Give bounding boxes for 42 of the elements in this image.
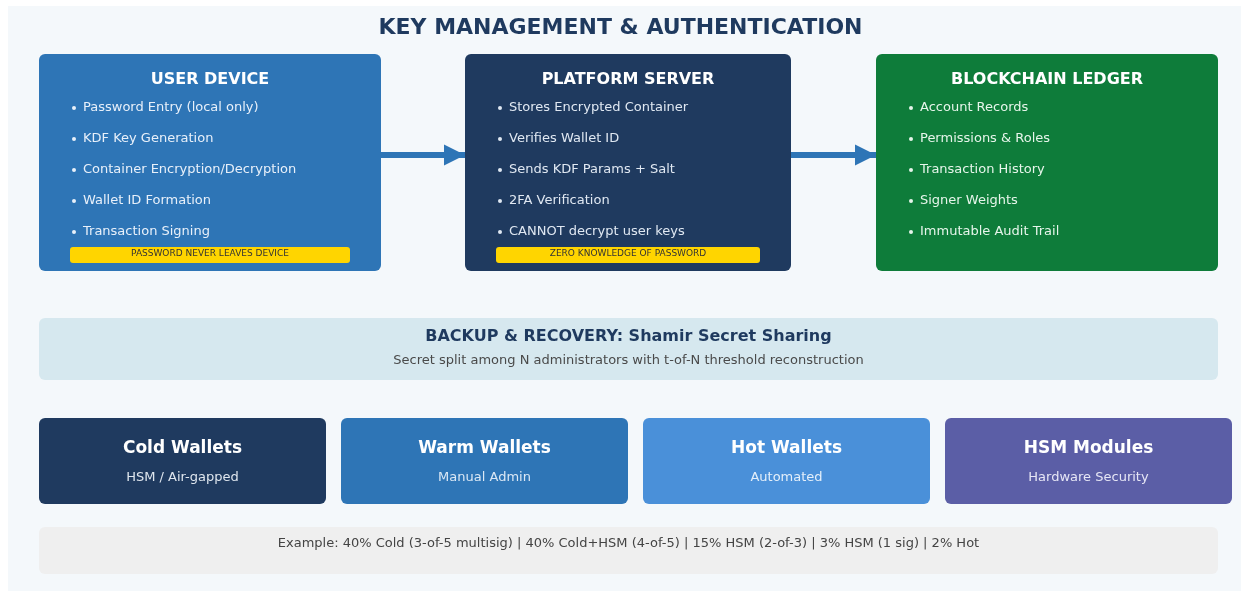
card-heading: BLOCKCHAIN LEDGER <box>949 69 1145 88</box>
bullet-item: Signer Weights <box>920 192 1018 207</box>
wallet-tile <box>643 418 930 504</box>
bullet-item: Immutable Audit Trail <box>920 223 1060 238</box>
component-card <box>39 54 381 271</box>
bullet-item: 2FA Verification <box>509 192 610 207</box>
card-heading: USER DEVICE <box>149 69 271 88</box>
wallet-tile <box>945 418 1232 504</box>
bullet-item: Password Entry (local only) <box>83 99 259 114</box>
bullet-item: Verifies Wallet ID <box>509 130 620 145</box>
info-band <box>39 318 1218 380</box>
subtitle: Manual Admin <box>437 469 532 484</box>
subtitle: Secret split among N administrators with t-of-N threshold reconstruction <box>392 352 865 367</box>
bullet-item: Wallet ID Formation <box>83 192 212 207</box>
bullet-item: Permissions & Roles <box>920 130 1051 145</box>
component-card <box>465 54 791 271</box>
subtitle: Hardware Security <box>1027 469 1150 484</box>
heading: HSM Modules <box>1022 437 1155 457</box>
arrow <box>381 144 465 166</box>
warning-badge: ZERO KNOWLEDGE OF PASSWORD <box>496 247 760 263</box>
bullet-item: Transaction Signing <box>83 223 210 238</box>
bullet-item: Sends KDF Params + Salt <box>509 161 675 176</box>
subtitle: HSM / Air-gapped <box>125 469 240 484</box>
component-card <box>876 54 1218 271</box>
wallet-tile <box>39 418 326 504</box>
bullet-item: KDF Key Generation <box>83 130 214 145</box>
wallet-tile <box>341 418 628 504</box>
card-heading: PLATFORM SERVER <box>540 69 716 88</box>
bullet-item: Account Records <box>920 99 1029 114</box>
note-text: Example: 40% Cold (3-of-5 multisig) | 40% Cold+HSM (4-of-5) | 15% HSM (2-of-3) | 3% HSM (1 sig) | 2% Hot <box>276 535 981 550</box>
arrow <box>791 144 876 166</box>
heading: Hot Wallets <box>730 437 843 457</box>
bullet-item: CANNOT decrypt user keys <box>509 223 685 238</box>
bullet-item: Transaction History <box>920 161 1045 176</box>
heading: Cold Wallets <box>121 437 244 457</box>
diagram-title: KEY MANAGEMENT & AUTHENTICATION <box>377 14 864 39</box>
heading: Warm Wallets <box>417 437 552 457</box>
bullet-item: Container Encryption/Decryption <box>83 161 297 176</box>
bullet-item: Stores Encrypted Container <box>509 99 689 114</box>
subtitle: Automated <box>749 469 824 484</box>
warning-badge: PASSWORD NEVER LEAVES DEVICE <box>70 247 350 263</box>
heading: BACKUP & RECOVERY: Shamir Secret Sharing <box>424 326 833 345</box>
